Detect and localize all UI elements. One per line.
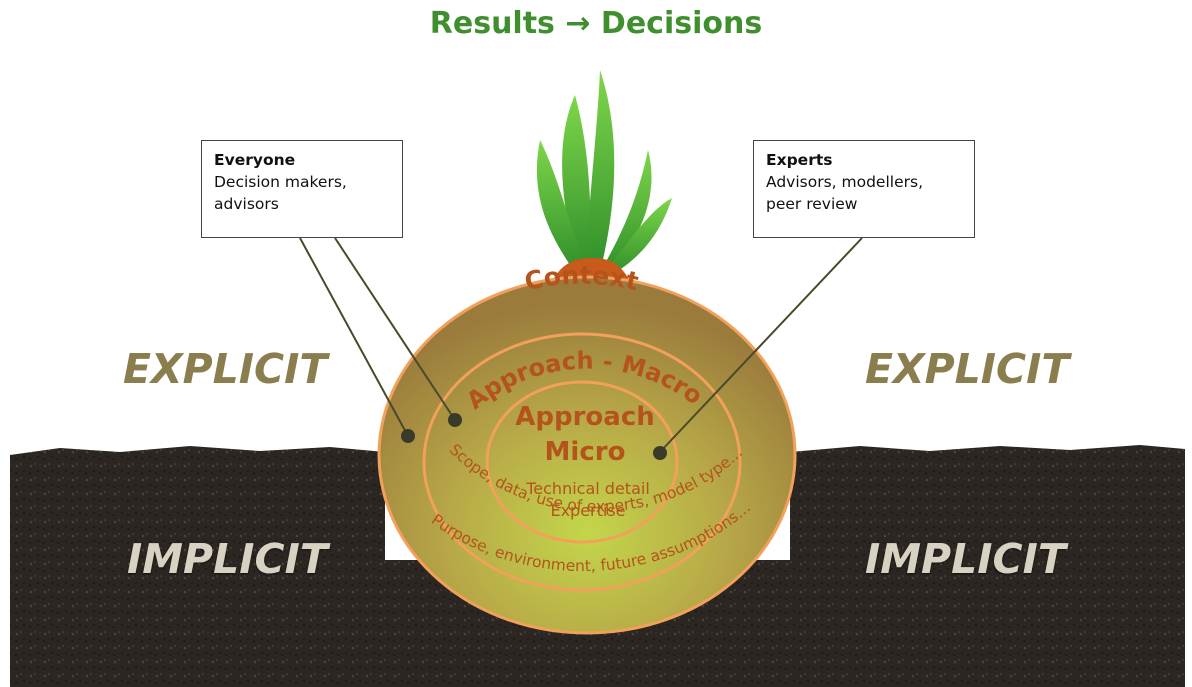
ring-macro [422, 332, 742, 592]
soil [10, 445, 1185, 687]
connector-dot-context [401, 429, 415, 443]
explicit-label-right: EXPLICIT [865, 345, 1070, 393]
connector-dot-micro [653, 446, 667, 460]
micro-detail-line1: Technical detail [525, 479, 650, 498]
ring-micro-label-line1: Approach [515, 402, 655, 432]
micro-detail-line2: Expertise [550, 501, 625, 520]
ring-micro-label-line2: Micro [545, 437, 626, 467]
experts-line2: peer review [766, 195, 858, 213]
diagram-title: Results → Decisions [429, 6, 763, 41]
implicit-label-left: IMPLICIT [127, 535, 328, 583]
experts-line1: Advisors, modellers, [766, 173, 923, 191]
everyone-box: Everyone Decision makers, advisors [201, 140, 403, 238]
connector-dot-macro [448, 413, 462, 427]
implicit-label-right: IMPLICIT [865, 535, 1066, 583]
ring-micro [485, 380, 679, 544]
everyone-heading: Everyone [214, 151, 296, 169]
explicit-label-left: EXPLICIT [123, 345, 328, 393]
onion-bulb [377, 275, 797, 635]
connector-lines [299, 237, 863, 453]
everyone-line1: Decision makers, [214, 173, 347, 191]
onion-leaves [536, 70, 672, 276]
experts-box: Experts Advisors, modellers, peer review [753, 140, 975, 238]
everyone-line2: advisors [214, 195, 279, 213]
experts-heading: Experts [766, 151, 833, 169]
